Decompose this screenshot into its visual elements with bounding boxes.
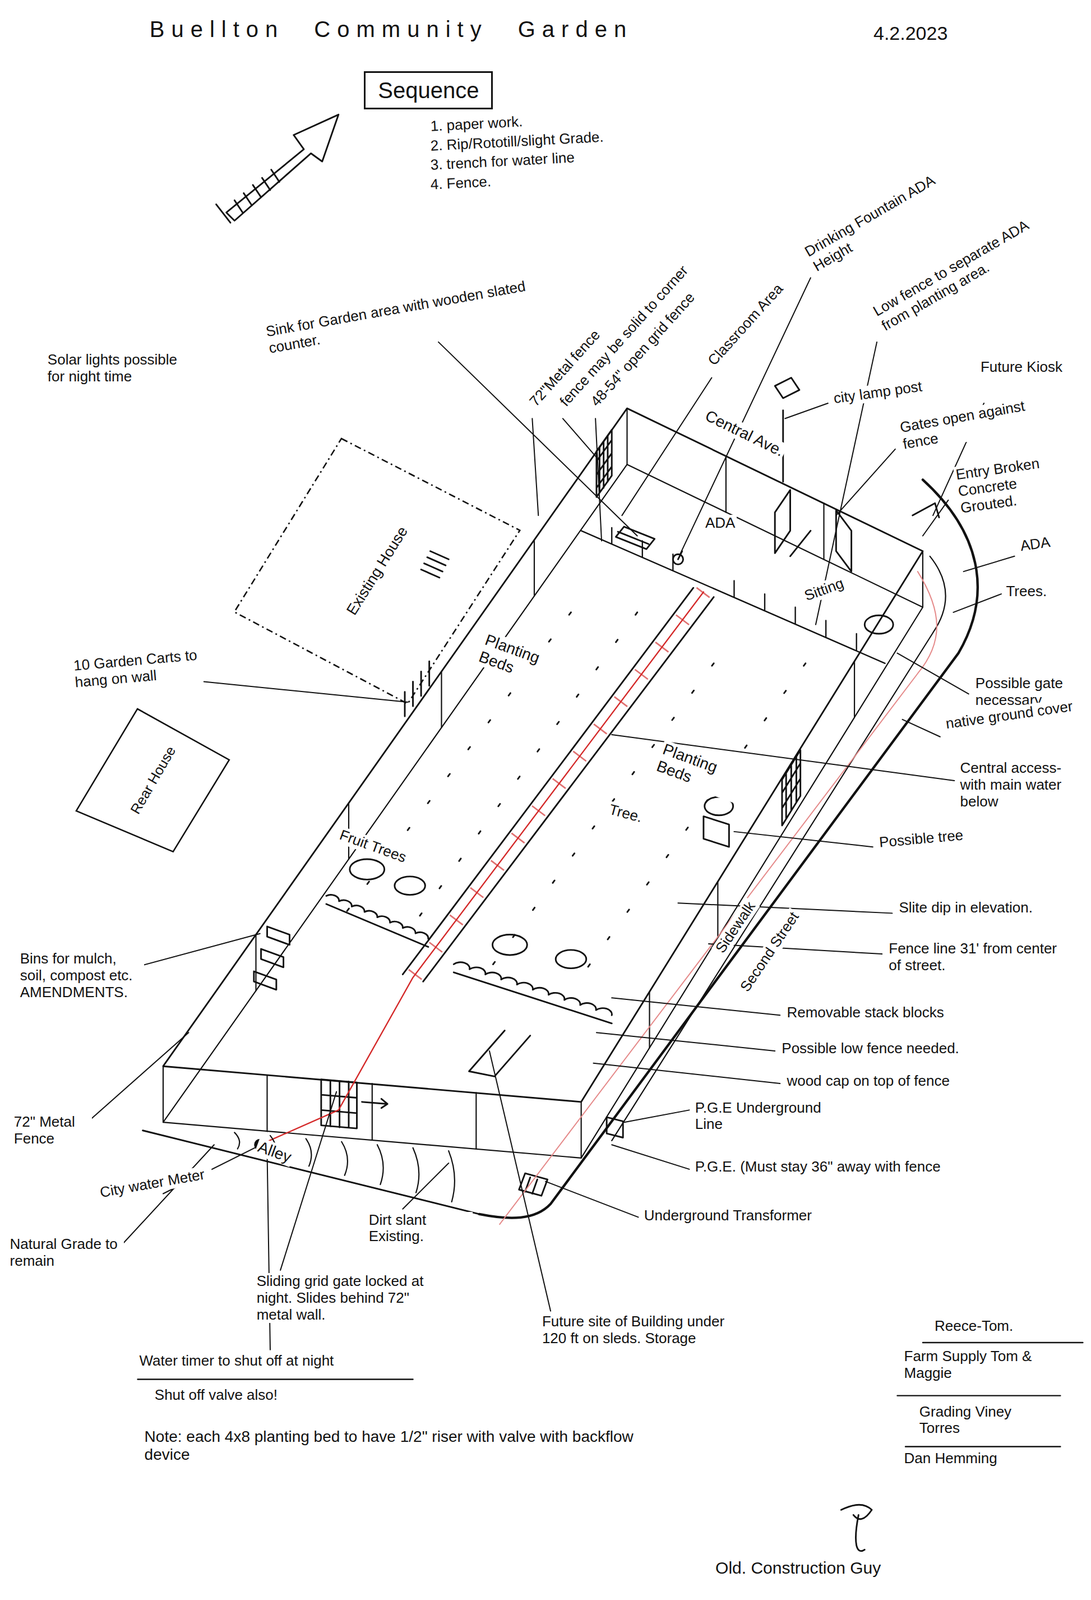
annotation-label: Shut off valve also! <box>153 1386 280 1404</box>
annotation-label: Possible tree <box>876 826 966 851</box>
annotation-label: Sitting <box>800 574 848 605</box>
annotation-label: Removable stack blocks <box>784 1004 946 1021</box>
annotation-label: Slite dip in elevation. <box>897 899 1054 917</box>
annotation-label: P.G.E Underground Line <box>693 1099 830 1134</box>
bed-rows <box>341 612 806 970</box>
annotation-label: Central Ave. <box>700 405 789 461</box>
annotation-label: ADA <box>703 514 737 532</box>
annotation-label: P.G.E. (Must stay 36" away with fence <box>693 1158 993 1176</box>
sequence-box: Sequence <box>363 71 493 110</box>
tree-canopy <box>394 876 426 895</box>
annotation-label: Bins for mulch, soil, compost etc. AMEND… <box>18 950 145 1001</box>
stack-blocks <box>326 894 429 947</box>
curb <box>479 479 978 1218</box>
annotation-label: Old. Construction Guy <box>713 1558 883 1578</box>
tree-canopy <box>555 949 587 969</box>
annotation-label: Natural Grade to remain <box>8 1235 124 1270</box>
annotation-label: Possible low fence needed. <box>779 1039 961 1057</box>
node-text: Rear House <box>127 743 179 817</box>
annotation-label: Solar lights possible for night time <box>45 351 193 386</box>
low-fence <box>581 527 886 664</box>
annotation-label: Future Kiosk <box>978 358 1070 376</box>
node-text: Sequence <box>377 77 479 104</box>
annotation-label: Note: each 4x8 planting bed to have 1/2"… <box>142 1427 677 1464</box>
building-site <box>469 1030 531 1077</box>
page-title: Buellton Community Garden <box>148 16 635 43</box>
north-arrow <box>226 114 339 221</box>
annotation-label: Entry Broken Concrete Grouted. <box>953 450 1080 517</box>
stack-blocks <box>453 962 612 1024</box>
sequence-step: 4. Fence. <box>428 173 494 194</box>
fence-top <box>163 408 923 1102</box>
annotation-label: Grading Viney Torres <box>917 1403 1054 1437</box>
annotation-label: fence may be solid to corner <box>555 261 693 411</box>
annotation-label: Sliding grid gate locked at night. Slide… <box>255 1272 442 1324</box>
tree-canopy <box>349 858 385 880</box>
annotation-label: Drinking Fountain ADA Height <box>800 158 971 276</box>
grid-fence <box>782 749 801 826</box>
annotation-label: Farm Supply Tom & Maggie <box>902 1347 1070 1382</box>
annotation-label: wood cap on top of fence <box>784 1072 952 1090</box>
water-line <box>260 591 704 1145</box>
annotation-label: Planting Beds <box>474 630 577 697</box>
annotation-label: Fruit Trees <box>335 825 422 871</box>
annotation-label: Gates open against fence <box>897 396 1037 453</box>
annotation-label: Planting Beds <box>652 739 755 807</box>
lamp-post <box>774 377 800 483</box>
tree-canopy <box>864 615 894 634</box>
annotation-label: ADA <box>1017 533 1053 556</box>
annotation-label: Sink for Garden area with wooden slated … <box>262 277 534 358</box>
annotation-label: Classroom Area <box>703 279 788 371</box>
house-outline <box>76 708 230 852</box>
rear-house-outline: Rear House <box>76 708 230 852</box>
tree-canopy <box>492 934 527 955</box>
date-label: 4.2.2023 <box>871 22 950 45</box>
annotation-label: Tree. <box>605 800 646 827</box>
signature <box>840 1504 872 1551</box>
annotation-label: Future site of Building under 120 ft on … <box>540 1313 748 1347</box>
annotation-label: Sidewalk <box>711 897 760 958</box>
annotation-label: Dirt slant Existing. <box>367 1211 473 1246</box>
sliding-gate <box>321 1079 388 1129</box>
annotation-label: Central access-with main water below <box>958 759 1085 811</box>
bins <box>253 926 290 990</box>
annotation-label: Trees. <box>1004 583 1049 600</box>
leader-lines <box>81 277 1015 1349</box>
annotation-label: Reece-Tom. <box>932 1317 1015 1335</box>
annotation-label: Water timer to shut off at night <box>137 1352 336 1370</box>
annotation-label: City water Meter <box>96 1165 214 1202</box>
annotation-label: Fence line 31' from center of street. <box>886 940 1064 974</box>
arrow-hatch <box>216 169 280 224</box>
tree-box <box>703 816 729 848</box>
annotation-label: 72" Metal Fence <box>12 1113 92 1148</box>
annotation-label: city lamp post <box>830 377 926 408</box>
annotation-label: 10 Garden Carts to hang on wall <box>71 644 230 692</box>
sink <box>615 526 655 549</box>
sequence-step: 1. paper work. <box>428 113 525 136</box>
entry-gates <box>774 489 852 572</box>
annotation-label: Underground Transformer <box>642 1207 814 1224</box>
annotation-label: Dan Hemming <box>902 1449 1000 1467</box>
annotation-label: Alley <box>253 1136 296 1167</box>
house-stairs <box>421 551 449 578</box>
node-text: Existing House <box>343 523 412 619</box>
